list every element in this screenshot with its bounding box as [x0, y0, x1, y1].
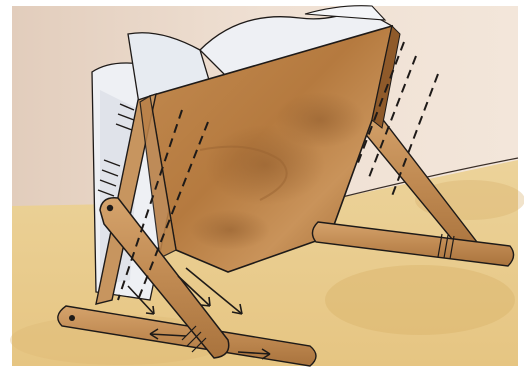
table-stain	[325, 265, 515, 335]
